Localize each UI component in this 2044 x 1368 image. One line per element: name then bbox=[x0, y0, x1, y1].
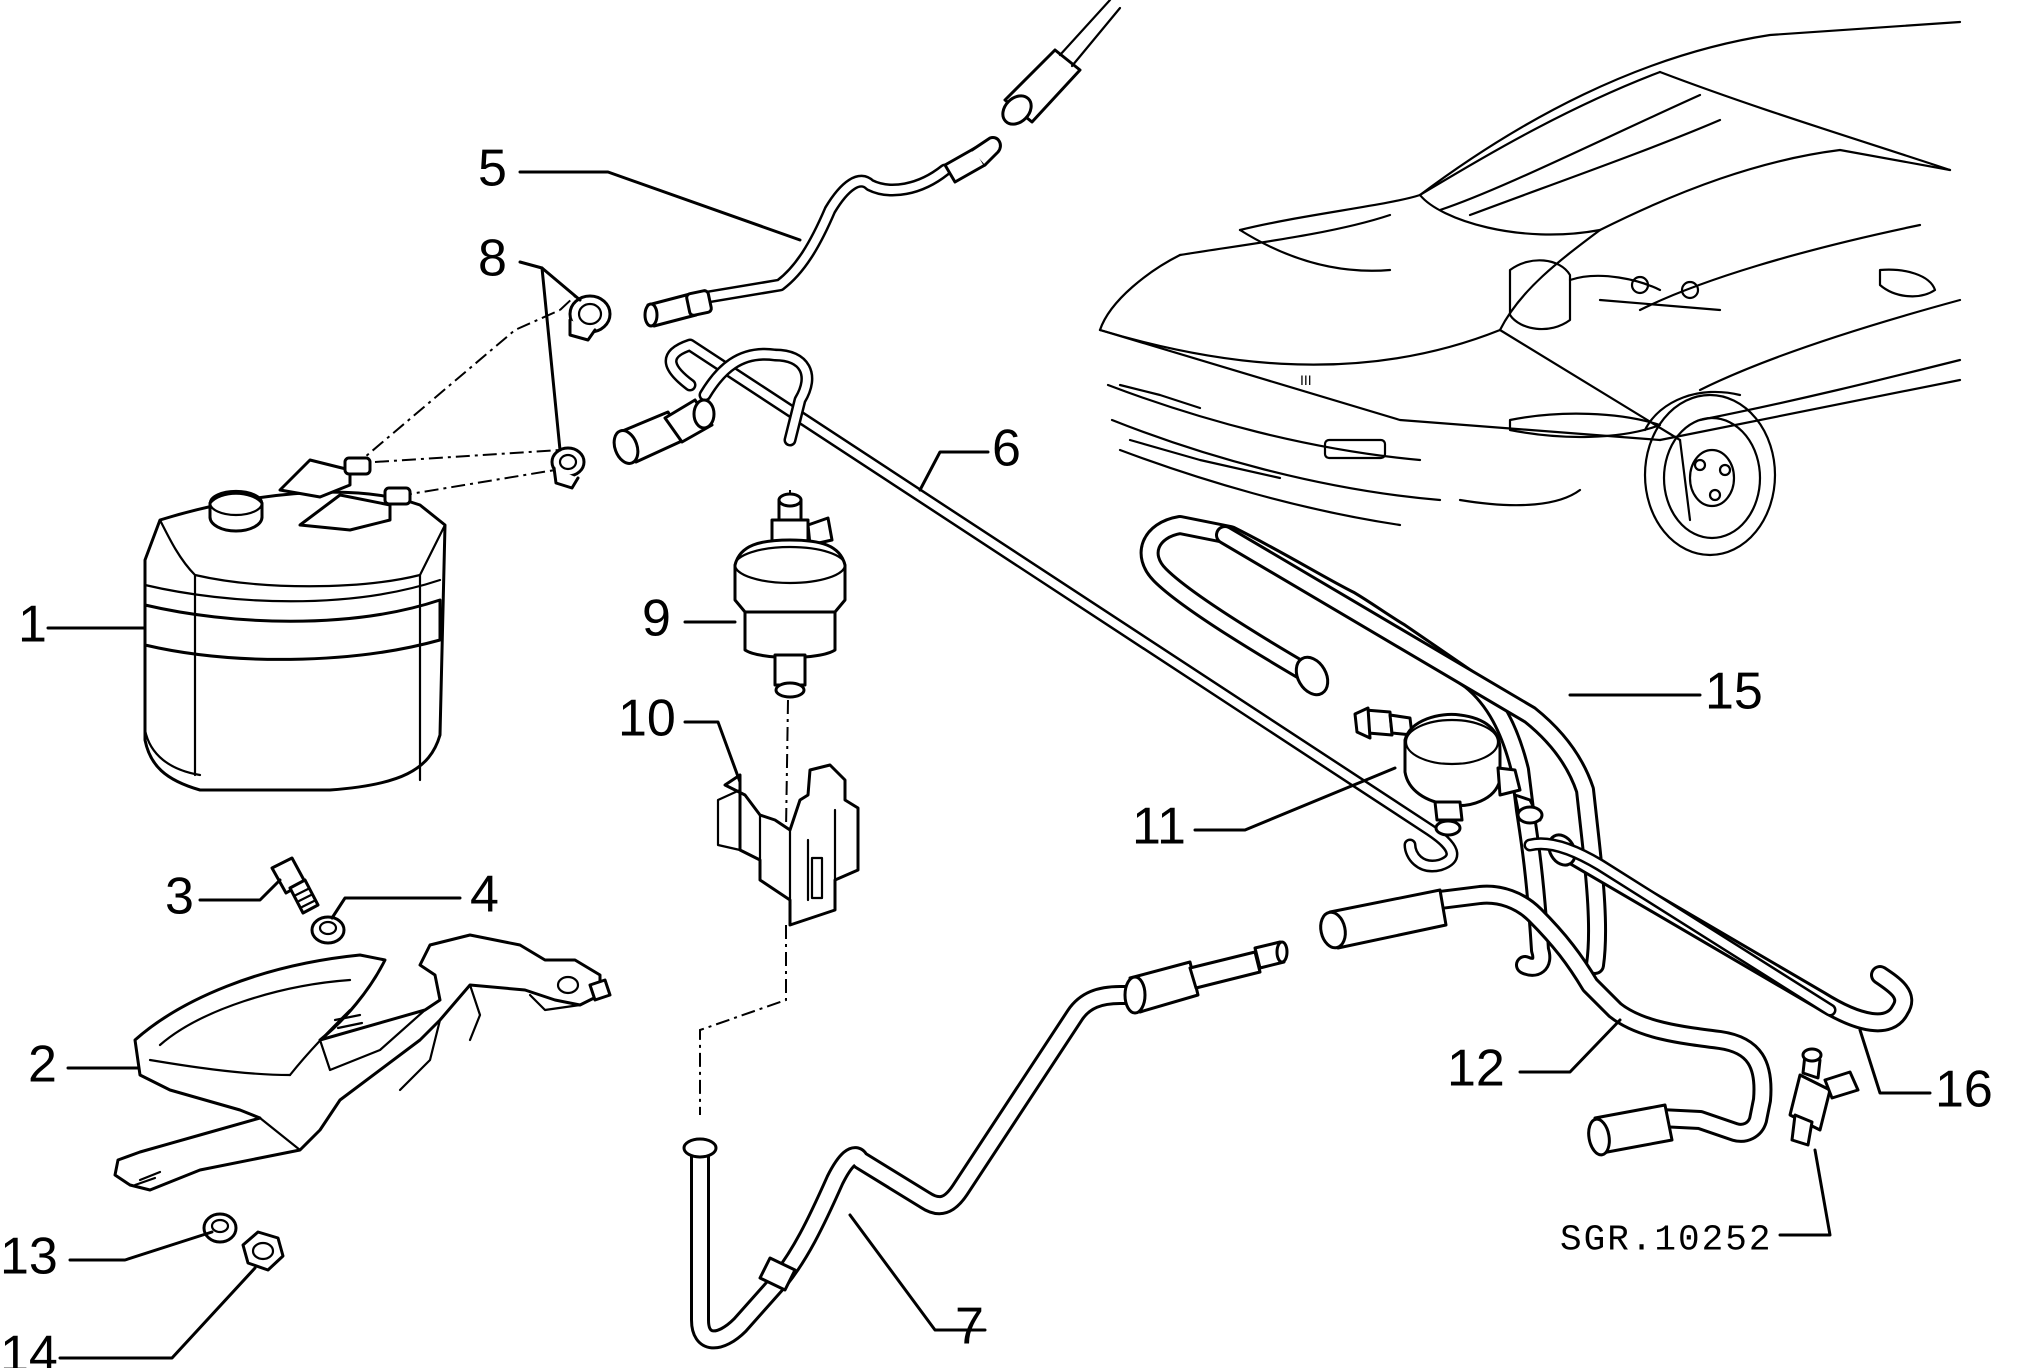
callout-15: 15 bbox=[1705, 663, 1763, 721]
callout-3: 3 bbox=[165, 868, 194, 926]
pipe-part-16 bbox=[1523, 833, 1914, 1033]
callout-12: 12 bbox=[1447, 1040, 1505, 1098]
mounting-bracket-part-2 bbox=[113, 933, 612, 1192]
solenoid-part-11 bbox=[1353, 706, 1544, 837]
leader-lines bbox=[46, 170, 1932, 1360]
reference-code: SGR.10252 bbox=[1560, 1220, 1772, 1261]
callout-4: 4 bbox=[470, 866, 499, 924]
callout-9: 9 bbox=[642, 590, 671, 648]
screw-part-3 bbox=[270, 856, 320, 915]
hose-part-7 bbox=[682, 940, 1289, 1350]
nut-part-14 bbox=[241, 1230, 285, 1272]
washer-part-13 bbox=[202, 1212, 238, 1244]
hose-part-12 bbox=[1319, 884, 1773, 1157]
svg-text:III: III bbox=[1300, 372, 1312, 388]
callout-7: 7 bbox=[955, 1298, 984, 1356]
car-illustration: III bbox=[1098, 20, 1962, 557]
callout-11: 11 bbox=[1132, 798, 1186, 856]
callout-6: 6 bbox=[992, 420, 1021, 478]
clamp-part-8 bbox=[550, 294, 612, 490]
pipe-part-6 bbox=[612, 338, 1459, 873]
callout-16: 16 bbox=[1935, 1061, 1993, 1119]
callout-2: 2 bbox=[28, 1036, 57, 1094]
t-connector bbox=[1788, 1047, 1860, 1147]
callout-8: 8 bbox=[478, 230, 507, 288]
hose-part-5 bbox=[643, 0, 1122, 328]
bracket-part-10 bbox=[716, 763, 860, 927]
callout-5: 5 bbox=[478, 140, 507, 198]
callout-13: 13 bbox=[0, 1228, 58, 1286]
washer-part-4 bbox=[310, 915, 346, 945]
canister-part-1 bbox=[143, 456, 447, 792]
callout-14: 14 bbox=[0, 1326, 58, 1368]
callout-10: 10 bbox=[618, 690, 676, 748]
callout-1: 1 bbox=[18, 596, 47, 654]
hose-part-15 bbox=[1139, 515, 1608, 977]
valve-part-9 bbox=[733, 492, 847, 699]
callout-labels: 1 2 3 4 5 6 7 8 9 10 11 12 13 14 15 16 bbox=[0, 140, 1993, 1368]
